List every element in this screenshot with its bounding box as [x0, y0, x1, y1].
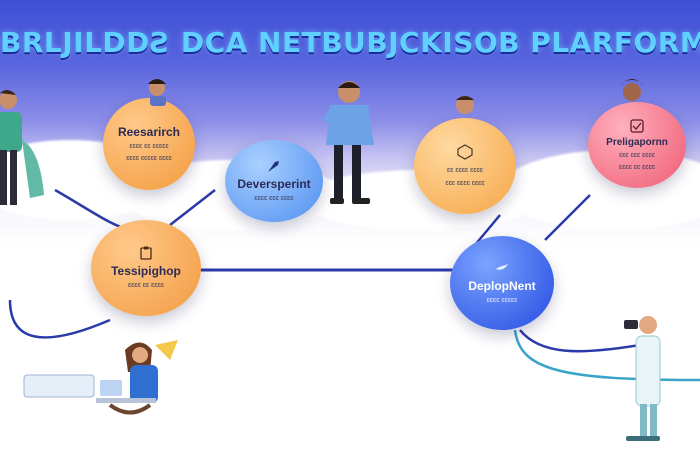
- connector-line: [8, 299, 111, 339]
- design-sub-1: ɛɛ ɛɛɛɛ ɛɛɛɛ: [447, 167, 483, 175]
- development-sub-1: ɛɛɛɛ ɛɛɛ ɛɛɛɛ: [254, 195, 294, 203]
- review-sub-1: ɛɛɛ ɛɛɛ ɛɛɛɛ: [619, 151, 655, 159]
- testing-sub-1: ɛɛɛɛ ɛɛ ɛɛɛɛ: [128, 282, 164, 290]
- research-sub-1: ɛɛɛɛ ɛɛ ɛɛɛɛɛ: [129, 142, 169, 150]
- testing-node[interactable]: Tessipighop ɛɛɛɛ ɛɛ ɛɛɛɛ: [91, 220, 201, 316]
- person-figure: [0, 89, 44, 205]
- research-label: Reesarirch: [117, 124, 181, 139]
- development-label: Deversperint: [237, 177, 311, 192]
- deployment-node[interactable]: DeplopNent ɛɛɛɛ ɛɛɛɛɛ: [450, 236, 554, 330]
- person-figure: [322, 81, 374, 204]
- deployment-sub-1: ɛɛɛɛ ɛɛɛɛɛ: [486, 297, 518, 305]
- person-figure: [23, 340, 178, 415]
- development-node[interactable]: Deversperint ɛɛɛɛ ɛɛɛ ɛɛɛɛ: [225, 140, 323, 222]
- review-sub-2: ɛɛɛɛ ɛɛ ɛɛɛɛ: [619, 164, 655, 171]
- person-figure: [624, 316, 661, 441]
- testing-label: Tessipighop: [111, 264, 181, 279]
- page-title: BRLJILDDƧ DCA NETBUBJCKISOB PLARFORM: [0, 26, 700, 59]
- person-figure: [620, 79, 644, 101]
- connector-line: [544, 194, 591, 241]
- review-node[interactable]: Preligapornn ɛɛɛ ɛɛɛ ɛɛɛɛ ɛɛɛɛ ɛɛ ɛɛɛɛ: [588, 102, 686, 188]
- review-label: Preligapornn: [606, 136, 668, 148]
- clipboard-icon: [140, 246, 152, 261]
- design-sub-2: ɛɛɛ ɛɛɛɛ ɛɛɛɛ: [445, 179, 485, 187]
- person-figure: [148, 79, 166, 106]
- bird-icon: [496, 264, 508, 271]
- research-node[interactable]: Reesarirch ɛɛɛɛ ɛɛ ɛɛɛɛɛ ɛɛɛɛ ɛɛɛɛɛ ɛɛɛɛ: [103, 98, 195, 190]
- design-node[interactable]: ɛɛ ɛɛɛɛ ɛɛɛɛ ɛɛɛ ɛɛɛɛ ɛɛɛɛ: [414, 118, 516, 214]
- connector-line: [169, 189, 216, 226]
- research-sub-2: ɛɛɛɛ ɛɛɛɛɛ ɛɛɛɛ: [126, 155, 172, 162]
- person-figure: [456, 96, 474, 114]
- deployment-label: DeplopNent: [468, 279, 536, 294]
- checklist-icon: [630, 119, 644, 133]
- rocket-icon: [268, 161, 279, 173]
- connector-line: [519, 329, 641, 353]
- cube-icon: [457, 144, 473, 161]
